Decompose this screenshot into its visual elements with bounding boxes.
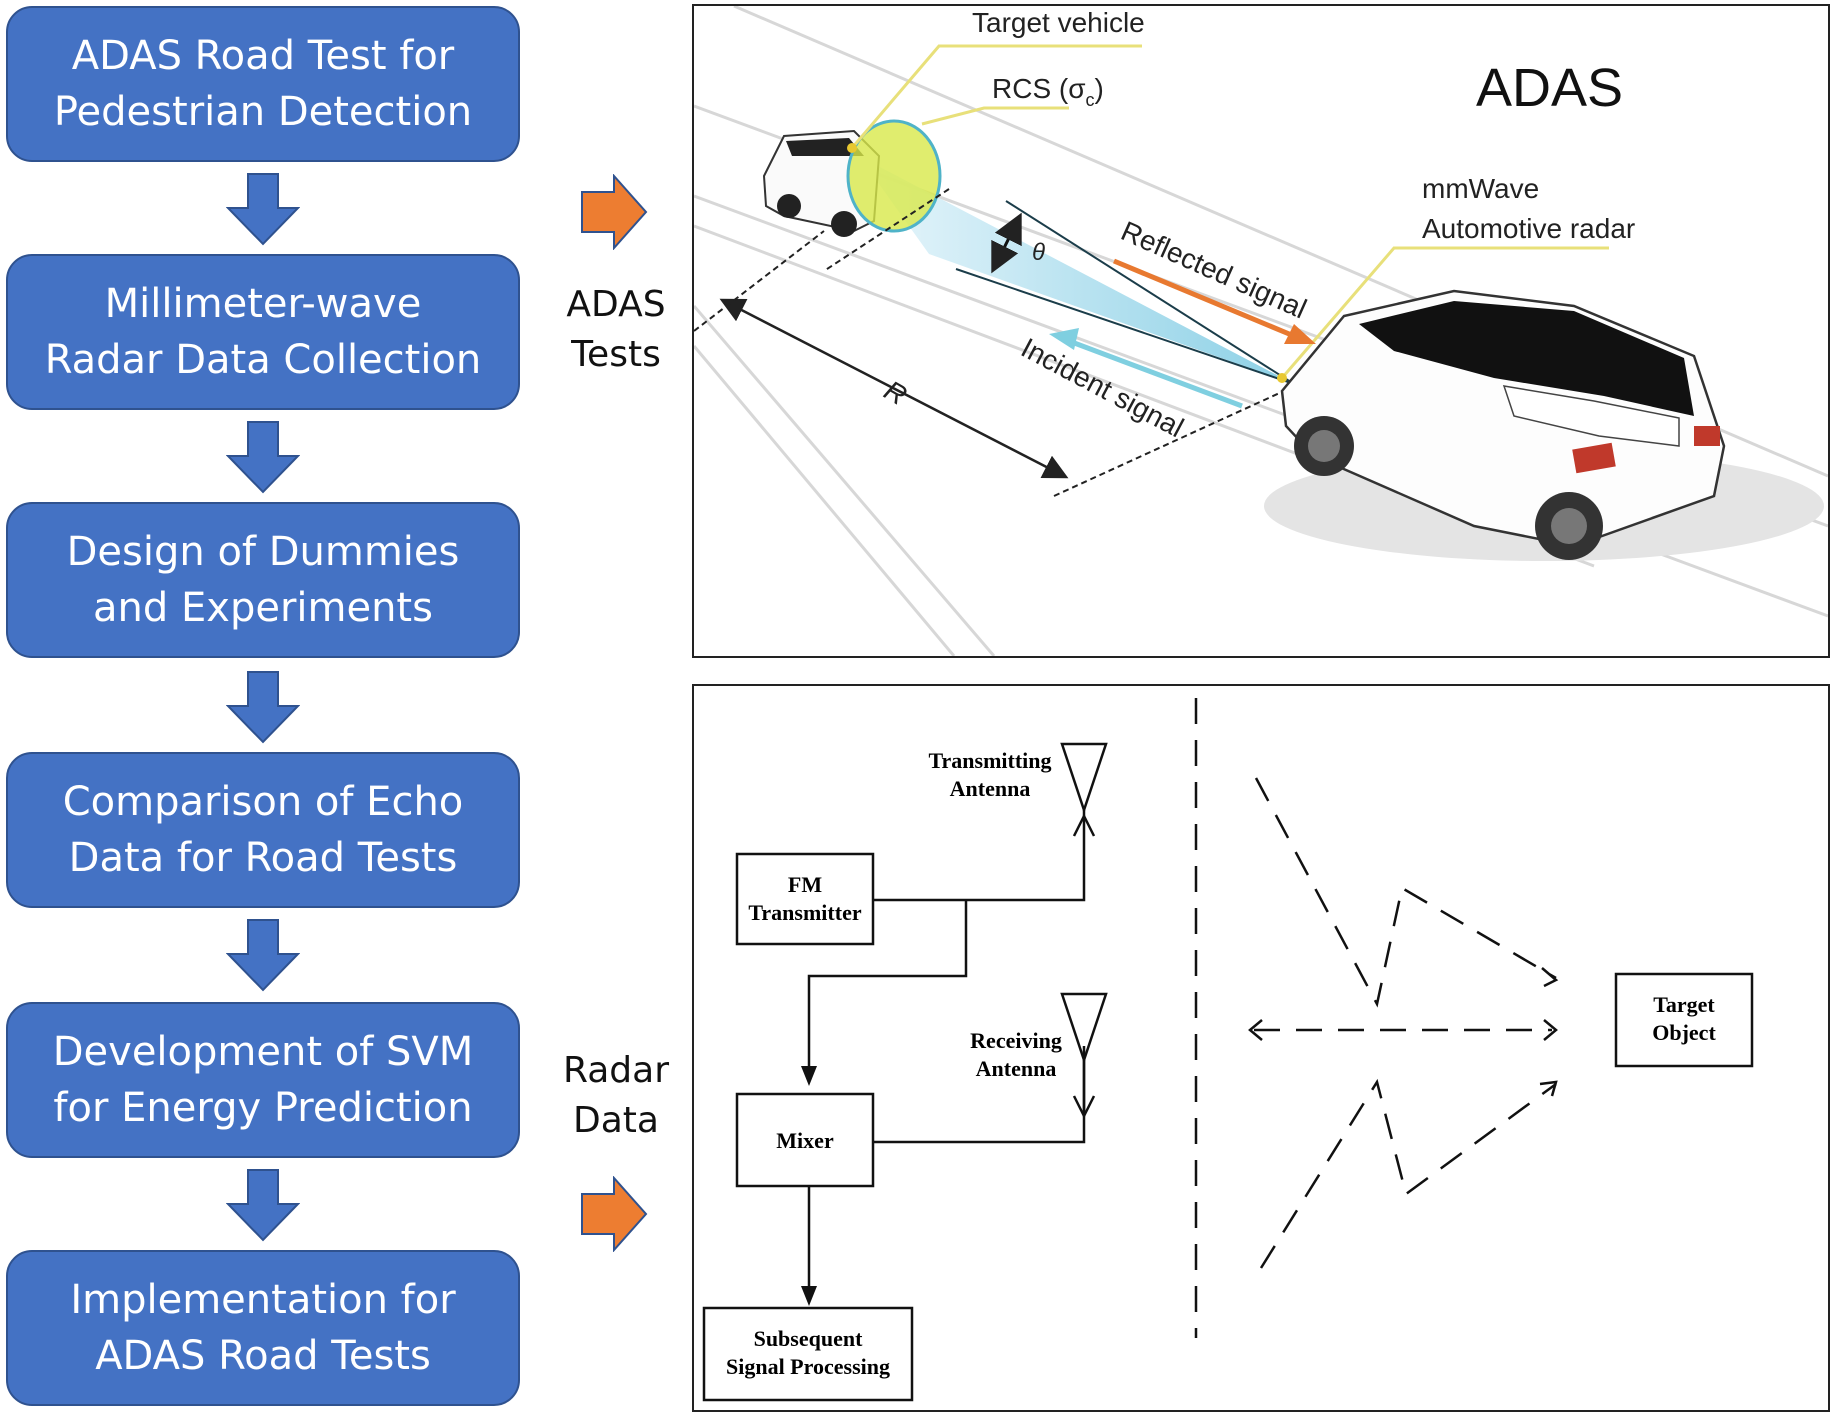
range-arrow (719, 298, 1069, 479)
step-radar-data-collection: Millimeter-wave Radar Data Collection (6, 254, 520, 410)
step-comparison-echo-data: Comparison of Echo Data for Road Tests (6, 752, 520, 908)
right-arrow-icon (581, 1176, 648, 1252)
down-arrow-icon (226, 421, 300, 494)
tx-line1: Transmitting (928, 748, 1051, 773)
target-line2: Object (1652, 1020, 1716, 1045)
step-label: Implementation for ADAS Road Tests (70, 1277, 456, 1379)
adas-title: ADAS (1476, 58, 1623, 118)
rx-line1: Receiving (970, 1028, 1062, 1053)
step-label: Comparison of Echo Data for Road Tests (62, 779, 464, 881)
subsequent-processing-block (702, 1306, 914, 1402)
fm-transmitter-block (735, 852, 875, 946)
adas-scene: θ Target vehicle RCS (σc) ADAS mmWave Au… (694, 6, 1828, 656)
adas-tests-label: ADAS Tests (566, 284, 666, 375)
down-arrow-icon (226, 919, 300, 992)
road-lines (694, 6, 1828, 656)
target-vehicle-label: Target vehicle (972, 7, 1145, 38)
step-svm-development: Development of SVM for Energy Prediction (6, 1002, 520, 1158)
radar-beam (859, 156, 1294, 384)
reflected-signal-arrow (1113, 258, 1295, 339)
rcs-ellipse (846, 119, 942, 233)
theta-label: θ (1032, 239, 1045, 266)
step-label: Development of SVM for Energy Prediction (52, 1029, 474, 1131)
wave-paths (1194, 698, 1557, 1338)
ego-vehicle (1264, 289, 1824, 561)
step-label: Design of Dummies and Experiments (66, 529, 460, 631)
rcs-subscript: c (1086, 90, 1095, 110)
step-implementation: Implementation for ADAS Road Tests (6, 1250, 520, 1406)
transmitting-antenna-icon (1060, 742, 1108, 814)
step-label: ADAS Road Test for Pedestrian Detection (53, 33, 473, 135)
mixer-block (735, 1092, 875, 1188)
mmwave-label-2: Automotive radar (1422, 213, 1635, 244)
step-adas-road-test: ADAS Road Test for Pedestrian Detection (6, 6, 520, 162)
down-arrow-icon (226, 173, 300, 246)
fm-line2: Transmitter (748, 900, 861, 925)
rcs-text: RCS (σ (992, 73, 1086, 104)
subsequent-line1: Subsequent (754, 1326, 864, 1351)
receiving-antenna-icon (1060, 992, 1108, 1064)
radar-data-label: Radar Data (563, 1050, 669, 1141)
incident-signal-arrow (1068, 338, 1243, 409)
adas-illustration-panel: θ Target vehicle RCS (σc) ADAS mmWave Au… (692, 4, 1830, 658)
right-arrow-icon (581, 174, 648, 250)
theta-arrow (991, 212, 1022, 274)
step-design-dummies: Design of Dummies and Experiments (6, 502, 520, 658)
rcs-close: ) (1095, 73, 1104, 104)
mmwave-label-1: mmWave (1422, 173, 1539, 204)
fm-line1: FM (788, 872, 822, 897)
target-object-block (1614, 972, 1754, 1068)
down-arrow-icon (226, 1169, 300, 1242)
fm-transmitter-label: FM Transmitter (748, 872, 861, 925)
rcs-label: RCS (σc) (992, 73, 1104, 110)
target-line1: Target (1653, 992, 1715, 1017)
subsequent-line2: Signal Processing (726, 1354, 890, 1379)
mixer-label: Mixer (776, 1128, 834, 1153)
down-arrow-icon (226, 671, 300, 744)
tx-line2: Antenna (950, 776, 1031, 801)
rx-line2: Antenna (976, 1056, 1057, 1081)
step-label: Millimeter-wave Radar Data Collection (44, 281, 482, 383)
range-label: R (879, 374, 912, 411)
